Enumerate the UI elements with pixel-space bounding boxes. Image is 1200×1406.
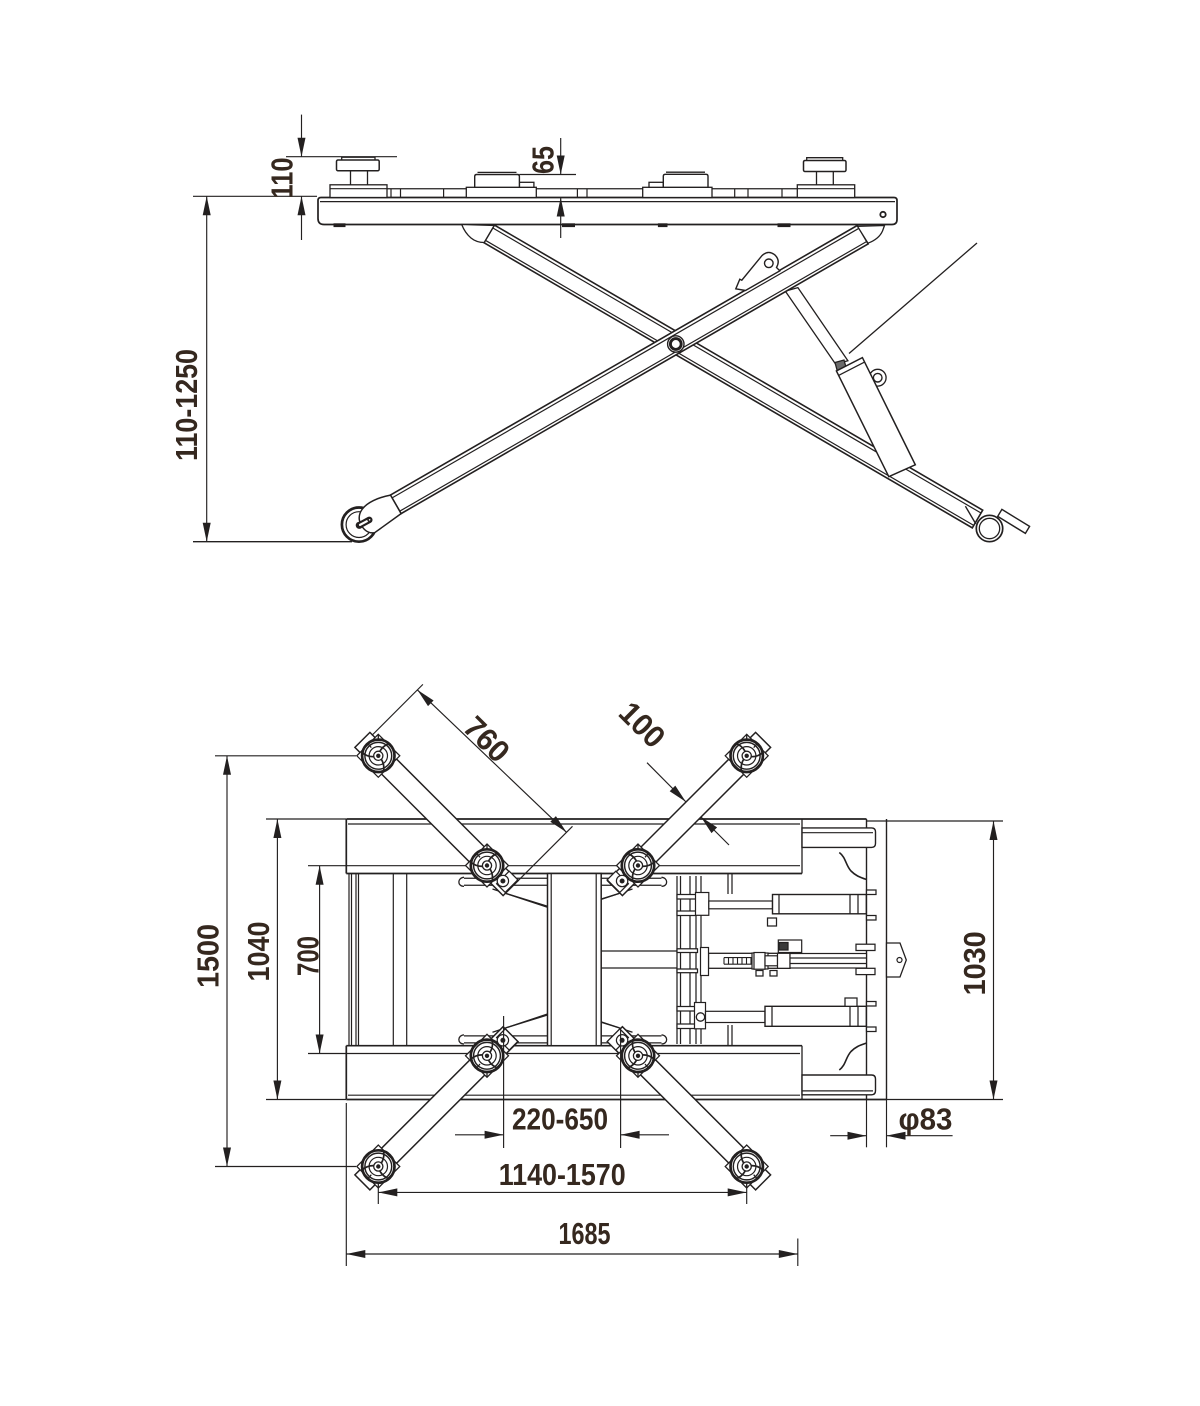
svg-text:110-1250: 110-1250 — [169, 349, 204, 461]
svg-text:φ83: φ83 — [899, 1102, 953, 1137]
svg-text:1140-1570: 1140-1570 — [499, 1157, 626, 1192]
svg-text:220-650: 220-650 — [512, 1102, 608, 1137]
svg-text:700: 700 — [291, 936, 326, 976]
svg-text:760: 760 — [457, 709, 517, 769]
svg-text:1685: 1685 — [559, 1216, 611, 1251]
svg-text:1500: 1500 — [191, 924, 226, 988]
svg-text:1040: 1040 — [241, 922, 276, 982]
svg-text:100: 100 — [612, 695, 672, 755]
svg-text:110: 110 — [265, 158, 300, 199]
svg-text:65: 65 — [526, 146, 561, 174]
svg-text:1030: 1030 — [957, 931, 992, 995]
